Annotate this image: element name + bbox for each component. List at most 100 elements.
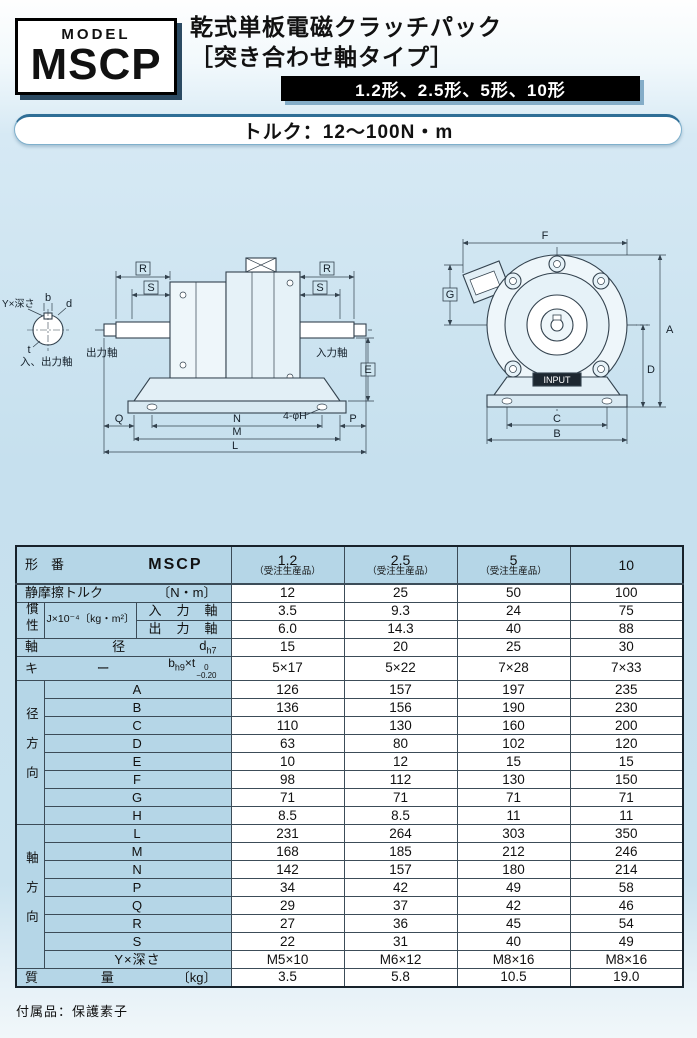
product-title-line2: ［突き合わせ軸タイプ］ xyxy=(190,43,454,70)
value-cell: 156 xyxy=(343,698,458,718)
value-cell: 12 xyxy=(343,752,458,772)
torque-banner: トルク：12〜100N・m xyxy=(14,114,682,145)
row-label: N xyxy=(43,860,232,880)
value-cell: 31 xyxy=(343,932,458,952)
value-cell: 190 xyxy=(456,698,571,718)
value-cell: 231 xyxy=(230,824,345,844)
value-cell: 42 xyxy=(343,878,458,898)
value-cell: 25 xyxy=(456,637,571,657)
value-cell: 71 xyxy=(343,788,458,808)
value-cell: 303 xyxy=(456,824,571,844)
value-cell: 54 xyxy=(569,914,684,934)
table-model: MSCP xyxy=(148,555,203,573)
value-cell: 30 xyxy=(569,637,684,657)
value-cell: 168 xyxy=(230,842,345,862)
value-cell: 112 xyxy=(343,770,458,790)
value-cell: 5×22 xyxy=(343,655,458,682)
value-cell: 157 xyxy=(343,860,458,880)
model-label: MODEL xyxy=(61,25,131,43)
value-cell: 11 xyxy=(456,806,571,826)
table-title: 形 番 xyxy=(25,557,65,573)
value-cell: 6.0 xyxy=(230,619,345,639)
value-cell: 102 xyxy=(456,734,571,754)
value-cell: 14.3 xyxy=(343,619,458,639)
value-cell: 88 xyxy=(569,619,684,639)
value-cell: 49 xyxy=(569,932,684,952)
row-label: L xyxy=(43,824,232,844)
value-cell: 7×33 xyxy=(569,655,684,682)
value-cell: 27 xyxy=(230,914,345,934)
table-row: P 34 42 49 58 xyxy=(16,878,684,898)
value-cell: 3.5 xyxy=(230,968,345,988)
dim-label-s-left: S xyxy=(147,282,154,294)
dim-label-f: F xyxy=(542,230,549,242)
value-cell: 110 xyxy=(230,716,345,736)
value-cell: 200 xyxy=(569,716,684,736)
dim-label-t: t xyxy=(27,344,30,356)
value-cell: 37 xyxy=(343,896,458,916)
value-cell: 214 xyxy=(569,860,684,880)
row-label: C xyxy=(43,716,232,736)
table-row-inertia-output: 出 力 軸 6.0 14.3 40 88 xyxy=(16,619,684,639)
row-label: 出 力 軸 xyxy=(135,619,232,639)
table-row: B 136 156 190 230 xyxy=(16,698,684,718)
table-row: Q 29 37 42 46 xyxy=(16,896,684,916)
footer-note: 付属品：保護素子 xyxy=(16,1004,129,1019)
value-cell: 264 xyxy=(343,824,458,844)
value-cell: 10 xyxy=(230,752,345,772)
model-badge: MODEL MSCP xyxy=(15,18,177,95)
table-row-shaft-dia: 軸 径 dh7 15 20 25 30 xyxy=(15,637,684,657)
value-cell: 130 xyxy=(456,770,571,790)
variants-bar: 1.2形、2.5形、5形、10形 xyxy=(281,76,640,101)
dim-label-r-right: R xyxy=(323,263,331,275)
value-cell: 50 xyxy=(456,583,571,603)
row-label: Q xyxy=(43,896,232,916)
dim-label-m: M xyxy=(232,426,241,438)
technical-drawing: b d t Y×深さ 入、出力軸 出力軸 入力軸 R S R S E Q N P… xyxy=(2,230,674,455)
product-title-line1: 乾式単板電磁クラッチパック xyxy=(190,14,502,40)
row-label: S xyxy=(43,932,232,952)
table-row: 径方向 A 126 157 197 235 xyxy=(15,680,684,826)
value-cell: 8.5 xyxy=(230,806,345,826)
value-cell: 230 xyxy=(569,698,684,718)
row-label: A xyxy=(43,680,232,700)
value-cell: 63 xyxy=(230,734,345,754)
value-cell: 157 xyxy=(343,680,458,700)
value-cell: 180 xyxy=(456,860,571,880)
row-label: M xyxy=(43,842,232,862)
value-cell: 40 xyxy=(456,619,571,639)
value-cell: 3.5 xyxy=(230,601,345,621)
table-row: S 22 31 40 49 xyxy=(16,932,684,952)
row-label: 入 力 軸 xyxy=(135,601,232,621)
value-cell: 71 xyxy=(569,788,684,808)
value-cell: 40 xyxy=(456,932,571,952)
inertia-formula: J×10⁻⁴〔kg・m²〕 xyxy=(43,601,137,639)
value-cell: 9.3 xyxy=(343,601,458,621)
label-foot-holes: 4-φH xyxy=(283,410,307,422)
value-cell: 160 xyxy=(456,716,571,736)
row-label: R xyxy=(43,914,232,934)
row-label: D xyxy=(43,734,232,754)
side-view-dimensions xyxy=(103,261,376,455)
value-cell: 142 xyxy=(230,860,345,880)
dim-label-l: L xyxy=(232,440,238,452)
value-cell: 15 xyxy=(230,637,345,657)
table-row-inertia-input: 慣性 J×10⁻⁴〔kg・m²〕 入 力 軸 3.5 9.3 24 75 xyxy=(15,601,684,639)
table-row: R 27 36 45 54 xyxy=(16,914,684,934)
value-cell: 185 xyxy=(343,842,458,862)
dim-label-p: P xyxy=(349,413,356,425)
dim-label-q: Q xyxy=(115,413,124,425)
value-cell: 24 xyxy=(456,601,571,621)
value-cell: 71 xyxy=(456,788,571,808)
table-row: H 8.5 8.5 11 11 xyxy=(16,806,684,826)
dim-label-d: d xyxy=(66,298,72,310)
value-cell: 98 xyxy=(230,770,345,790)
label-in-shaft: 入力軸 xyxy=(316,346,348,359)
column-header: 2.5 （受注生産品） xyxy=(343,545,458,585)
value-cell: M8×16 xyxy=(456,950,571,970)
row-label: F xyxy=(43,770,232,790)
value-cell: 12 xyxy=(230,583,345,603)
